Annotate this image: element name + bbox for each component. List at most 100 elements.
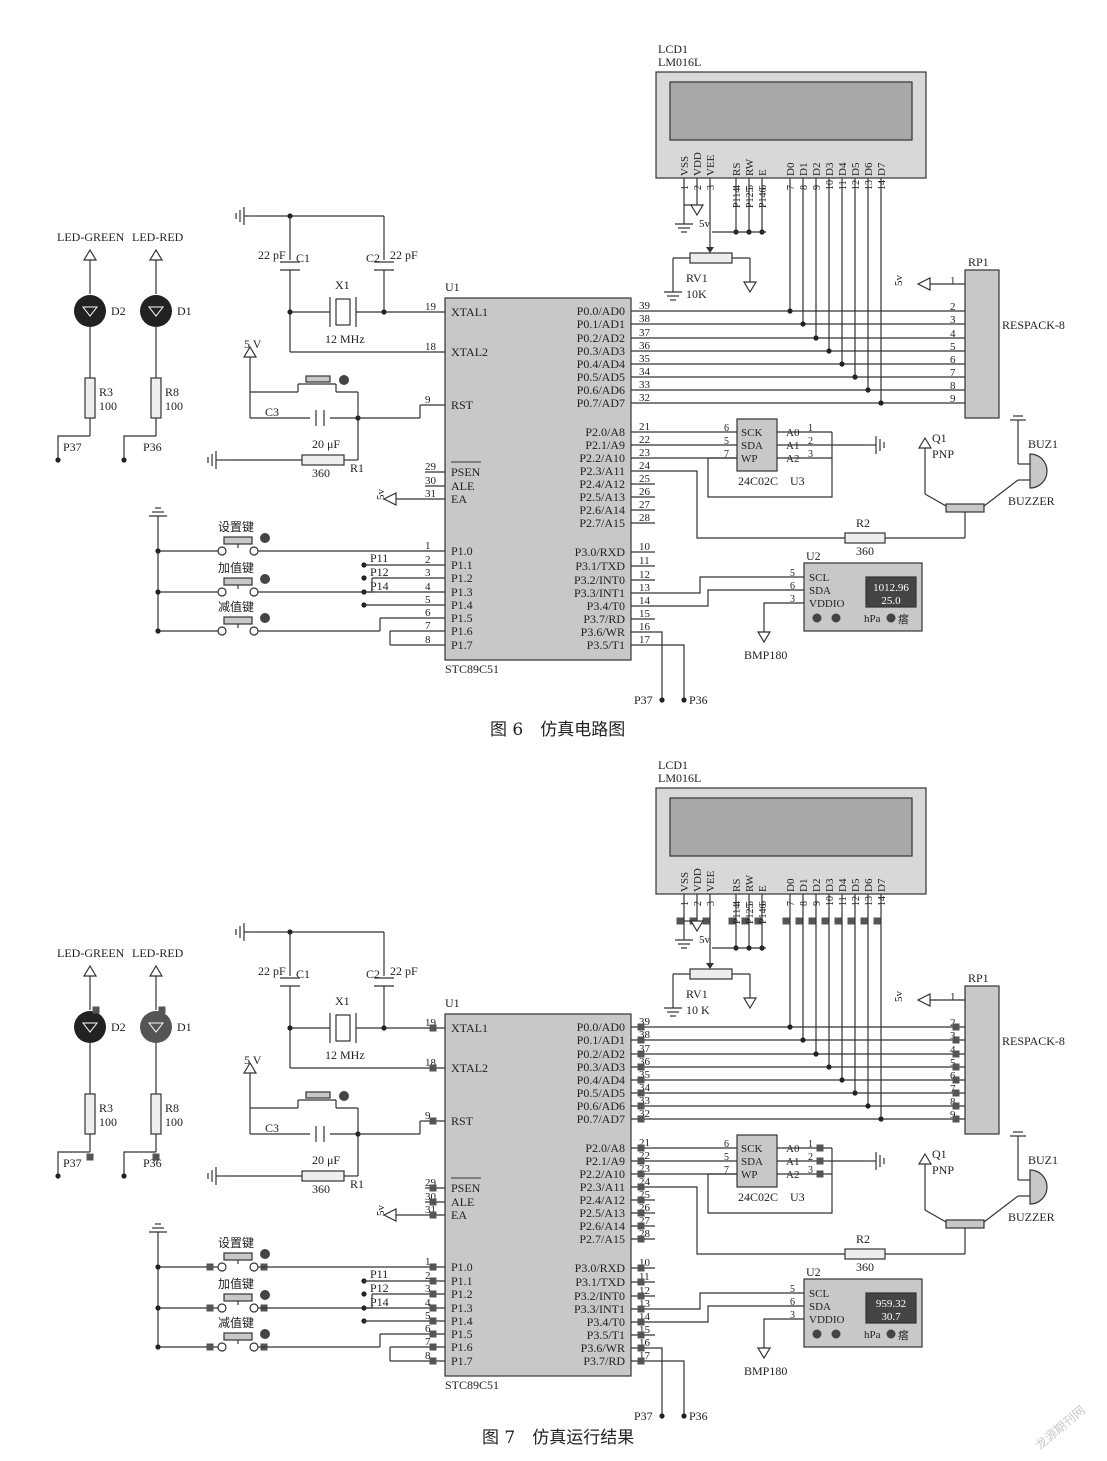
mcu-pin-name: P1.5: [451, 1327, 473, 1341]
wire: [983, 479, 1019, 507]
c1-ref: C1: [296, 251, 310, 265]
bmp180-pin-number: 3: [790, 594, 795, 605]
bmp180-pin-name: VDDIO: [809, 598, 844, 610]
mcu-pin-number: 33: [639, 1095, 651, 1107]
mcu-pin-name: P1.3: [451, 585, 473, 599]
lcd-pin-number: 4: [732, 901, 743, 906]
mcu-pin-name: P1.1: [451, 1274, 473, 1288]
lcd-pin-number: 8: [799, 901, 810, 906]
mcu-pin-number: 23: [639, 447, 651, 459]
key-indicator-icon: [260, 1249, 270, 1259]
c2-value: 22 pF: [390, 248, 418, 262]
c2-ref: C2: [366, 967, 380, 981]
vcc-label: 5 V: [244, 1053, 262, 1067]
net-label-p14: P14: [370, 1295, 389, 1309]
r1-value: 360: [312, 466, 330, 480]
mcu-pin-number: 3: [425, 1283, 431, 1295]
mcu-pin-number: 17: [639, 634, 651, 646]
wire: [655, 1305, 804, 1323]
key-label: 加值键: [218, 1276, 254, 1291]
key-button: [223, 1293, 253, 1302]
junction-dot: [878, 400, 884, 406]
crystal-x1: [335, 298, 351, 326]
logic-probe-icon: [637, 1331, 645, 1339]
mcu-pin-number: 35: [639, 1069, 651, 1081]
eeprom-pin-name: WP: [741, 1169, 758, 1181]
junction-dot: [813, 1051, 819, 1057]
junction-dot: [155, 548, 161, 554]
logic-probe-icon: [808, 917, 816, 925]
mcu-pin-number: 5: [425, 1310, 431, 1322]
junction-dot: [659, 1413, 665, 1419]
wire: [655, 631, 663, 700]
net-label-p14: P14: [370, 579, 389, 593]
mcu-pin-number: 15: [639, 608, 651, 620]
d2-ref: D2: [111, 1020, 126, 1034]
bmp180-model: BMP180: [744, 648, 787, 662]
power-arrow-icon: [82, 248, 98, 261]
mcu-pin-name: P3.3/INT1: [574, 586, 625, 600]
logic-probe-icon: [637, 1076, 645, 1084]
mcu-pin-number: 34: [639, 1082, 651, 1094]
mcu-pin-name: P0.7/AD7: [577, 396, 625, 410]
net-label-p36: P36: [143, 1156, 162, 1170]
mcu-pin-name: ALE: [451, 479, 474, 493]
mcu-pin-number: 21: [639, 421, 650, 433]
logic-probe-icon: [429, 1330, 437, 1338]
junction-dot: [155, 589, 161, 595]
mcu-pin-number: 32: [639, 1108, 650, 1120]
lcd-pin-name: D2: [811, 163, 823, 176]
logic-probe-icon: [821, 917, 829, 925]
mcu-pin-number: 3: [425, 567, 431, 579]
respack-pin-number: 5: [950, 341, 956, 353]
logic-probe-icon: [637, 1063, 645, 1071]
mcu-pin-name: P1.5: [451, 611, 473, 625]
resistor-body: [84, 377, 96, 419]
logic-probe-icon: [429, 1211, 437, 1219]
key-contact: [249, 1262, 259, 1272]
lcd-pin-name: D3: [824, 162, 836, 176]
key-contact: [217, 1303, 227, 1313]
net-label-p37: P37: [634, 693, 653, 707]
r3-ref: R3: [99, 385, 113, 399]
mcu-pin-number: 22: [639, 434, 650, 446]
mcu-pin-name: EA: [451, 492, 467, 506]
junction-dot: [287, 1025, 293, 1031]
lcd-pin-number: 1: [680, 901, 691, 906]
respack-pin-number: 1: [950, 991, 956, 1003]
mcu-pin-number: 5: [425, 594, 431, 606]
mcu-u1: [444, 1013, 632, 1377]
wire: [763, 602, 804, 632]
logic-probe-icon: [637, 1115, 645, 1123]
mcu-pin-number: 10: [639, 541, 651, 553]
eeprom-pin-number: 5: [724, 436, 729, 447]
power-arrow-icon: [148, 248, 164, 261]
eeprom-pin-name: A1: [786, 1156, 799, 1168]
mcu-pin-number: 30: [425, 1191, 437, 1203]
logic-probe-icon: [429, 1357, 437, 1365]
led-diode-symbol: [147, 1022, 165, 1033]
key-button: [223, 616, 253, 625]
logic-probe-icon: [158, 1006, 166, 1014]
mcu-pin-number: 1: [425, 540, 431, 552]
mcu-pin-number: 12: [639, 1285, 650, 1297]
junction-dot: [381, 1025, 387, 1031]
mcu-pin-name: P1.0: [451, 544, 473, 558]
mcu-pin-name: P3.7/RD: [583, 612, 625, 626]
logic-probe-icon: [637, 1183, 645, 1191]
mcu-pin-number: 17: [639, 1350, 651, 1362]
mcu-pin-number: 11: [639, 555, 650, 567]
eeprom-pin-number: 3: [808, 1165, 813, 1176]
led-diode-symbol: [81, 1022, 99, 1033]
mcu-pin-number: 1: [425, 1256, 431, 1268]
junction-dot: [800, 1037, 806, 1043]
mcu-pin-name: P2.4/A12: [579, 1193, 625, 1207]
figure-6-caption: 图 6 仿真电路图: [490, 720, 625, 740]
mcu-pin-number: 6: [425, 607, 431, 619]
wire: [655, 589, 804, 607]
logic-probe-icon: [637, 1222, 645, 1230]
reset-button: [305, 375, 331, 383]
junction-dot: [839, 1077, 845, 1083]
logic-probe-icon: [637, 1318, 645, 1326]
lcd-pin-name: D6: [863, 878, 875, 892]
